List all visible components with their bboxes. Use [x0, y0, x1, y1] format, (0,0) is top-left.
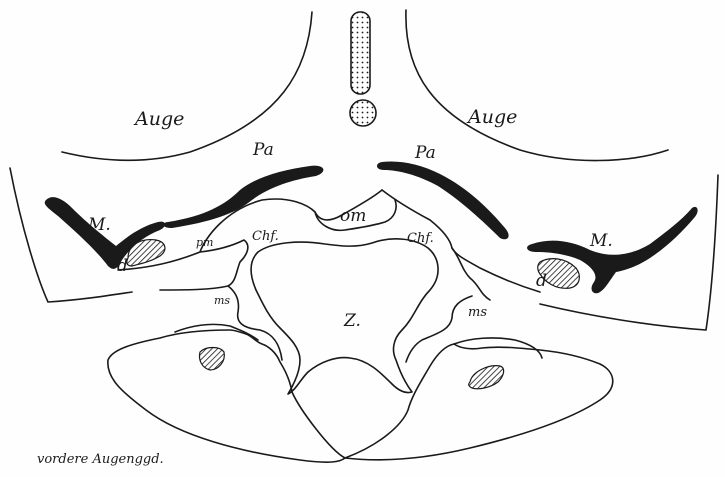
label-z: Z.	[344, 313, 361, 330]
label-d-left: d	[117, 258, 128, 275]
label-auge-left: Auge	[135, 110, 184, 129]
figure-caption: vordere Augenggd.	[37, 453, 164, 466]
left-outer-outline	[10, 168, 132, 302]
label-ms-left: ms	[214, 295, 230, 306]
label-om: om	[340, 208, 366, 225]
label-ms-right: ms	[468, 306, 487, 319]
label-chf-left: Chf.	[252, 230, 279, 243]
central-circle	[350, 100, 376, 126]
label-pm: pm	[196, 237, 213, 248]
lower-right-eye	[469, 366, 504, 389]
label-pa-left: Pa	[253, 142, 274, 159]
left-ms-fold	[228, 286, 282, 360]
label-m-right: M.	[590, 233, 613, 250]
label-d-right: d	[536, 273, 547, 290]
central-stalk	[351, 12, 370, 94]
right-ms-fold	[406, 296, 472, 362]
left-eye-wall	[62, 12, 312, 160]
lower-left-eye	[199, 348, 224, 371]
right-orbital-contour	[382, 190, 540, 292]
right-eye-wall	[406, 10, 668, 161]
pa-left-bone	[163, 166, 323, 228]
label-auge-right: Auge	[468, 108, 517, 127]
lower-left-lobe	[108, 330, 345, 462]
lower-right-lobe	[345, 344, 613, 460]
right-chiasm-fold	[452, 248, 490, 300]
label-pa-right: Pa	[415, 145, 436, 162]
label-m-left: M.	[88, 217, 111, 234]
label-chf-right: Chf.	[407, 232, 434, 245]
